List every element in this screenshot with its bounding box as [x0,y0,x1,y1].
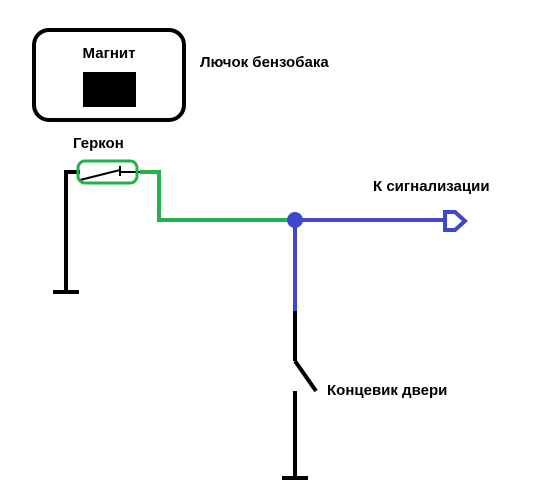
to-alarm-label: К сигнализации [373,178,490,195]
magnet-label: Магнит [83,45,136,62]
junction-node [287,212,303,228]
reed-switch-contact [79,166,140,181]
reed-switch-label: Геркон [73,135,124,152]
door-switch-contact [293,359,318,393]
reed-ground-wire [64,170,80,292]
door-switch-label: Концевик двери [327,382,447,399]
green-wire [140,170,296,222]
reed-switch-icon [76,159,139,185]
arrow-right-icon [443,210,468,232]
magnet-box [32,28,186,122]
magnet-icon [83,72,136,107]
hatch-label: Лючок бензобака [200,54,329,71]
